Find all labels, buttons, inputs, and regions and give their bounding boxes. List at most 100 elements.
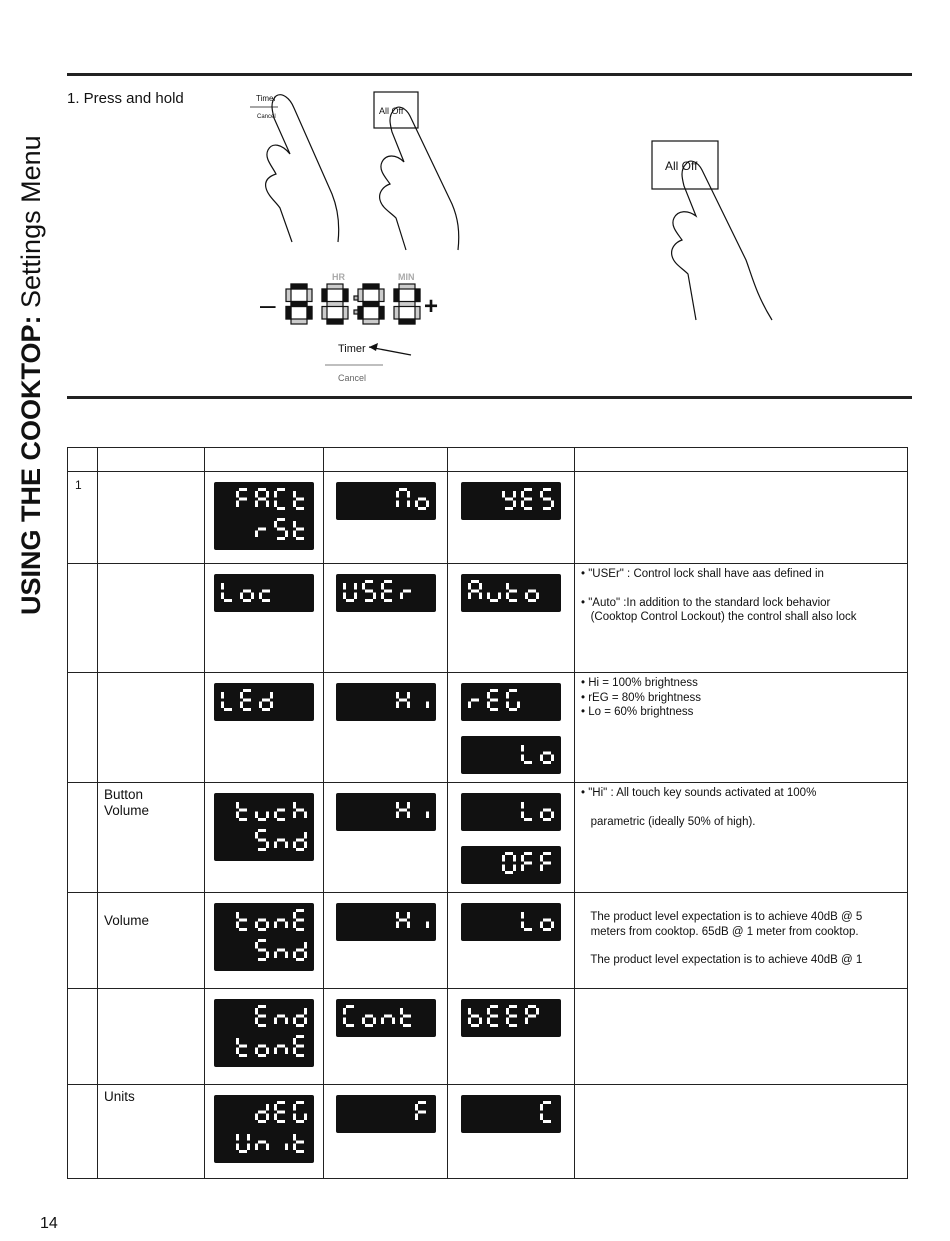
lcd-segment (239, 1044, 247, 1048)
setting-name: Volume (104, 913, 150, 928)
lcd-segment (525, 1008, 528, 1015)
header-cell (204, 447, 324, 472)
lcd-segment (395, 921, 399, 928)
lcd-segment (505, 871, 513, 874)
lcd-segment (293, 802, 296, 809)
lcd-segment (342, 1008, 346, 1015)
lcd-segment (468, 583, 471, 590)
lcd-segment (406, 491, 410, 498)
lcd-segment (239, 1054, 247, 1057)
lcd-segment (509, 1014, 517, 1018)
lcd-segment (543, 507, 551, 510)
lcd-segment (502, 864, 505, 871)
lcd-segment (262, 589, 270, 593)
lcd-segment (259, 592, 262, 599)
lcd-segment (357, 305, 364, 320)
lcd-segment (296, 1035, 304, 1038)
lcd-segment (236, 921, 239, 928)
lcd-segment (362, 300, 380, 308)
setting-name (98, 673, 204, 677)
lcd-segment (490, 698, 498, 702)
lcd-segment (258, 1044, 266, 1048)
lcd-segment (258, 1054, 266, 1057)
lcd-segment (258, 848, 266, 851)
lcd-segment (509, 689, 517, 692)
lcd-segment (521, 500, 524, 507)
table-row: Volume The product level expectation is … (67, 892, 908, 989)
lcd-segment (262, 708, 270, 711)
lcd-segment (266, 1143, 269, 1150)
lcd-segment (277, 918, 285, 922)
lcd-segment (540, 491, 543, 498)
lcd-segment (221, 583, 224, 590)
lcd-segment (540, 754, 543, 761)
all-off-key (373, 91, 419, 129)
lcd-segment (296, 918, 304, 922)
lcd-segment (479, 592, 482, 599)
lcd-segment (342, 1017, 346, 1024)
timer-key-label: Timer (256, 94, 276, 103)
display-cell (447, 988, 575, 1085)
lcd-display-tone-snd (214, 903, 314, 971)
lcd-segment (362, 318, 380, 325)
display-cell (204, 672, 324, 783)
lcd-segment (342, 288, 349, 303)
lcd-display-yes (461, 482, 561, 520)
lcd-segment (513, 855, 516, 862)
lcd-segment (543, 497, 551, 501)
lcd-segment (236, 491, 239, 498)
lcd-segment (258, 1005, 266, 1008)
lcd-segment (277, 1110, 285, 1114)
lcd-segment (293, 1134, 296, 1141)
lcd-segment (304, 942, 307, 949)
lcd-segment (521, 912, 524, 919)
lcd-segment (417, 497, 426, 501)
lcd-segment (513, 491, 516, 498)
lcd-segment (274, 1047, 277, 1054)
lcd-segment (290, 283, 308, 290)
hand-icon (671, 160, 773, 321)
lcd-segment (293, 912, 296, 919)
lcd-segment (425, 811, 429, 818)
lcd-segment (293, 1047, 296, 1054)
lcd-segment (304, 1008, 307, 1015)
lcd-segment (221, 592, 224, 599)
description-line: • rEG = 80% brightness (581, 691, 702, 704)
lcd-segment (255, 832, 258, 839)
lcd-segment (239, 918, 247, 922)
lcd-segment (506, 701, 509, 708)
lcd-segment (239, 808, 247, 812)
lcd-segment (304, 811, 307, 818)
setting-name-cell (97, 563, 205, 673)
lcd-segment (468, 592, 471, 599)
lcd-segment (296, 808, 304, 812)
lcd-segment (525, 1017, 528, 1024)
lcd-segment (262, 599, 270, 602)
lcd-display-lo (461, 736, 561, 774)
cancel-key-label: Cancel (257, 114, 276, 120)
lcd-segment (505, 507, 513, 510)
lcd-segment (224, 599, 232, 602)
lcd-display-f (335, 1095, 436, 1133)
lcd-segment (266, 841, 269, 848)
lcd-segment (362, 283, 380, 290)
lcd-display-auto (461, 574, 561, 612)
timer-display (285, 283, 421, 325)
lcd-segment (296, 497, 304, 501)
lcd-segment (306, 305, 313, 320)
header-cell (97, 447, 205, 472)
lcd-segment (372, 592, 376, 599)
plus-sign: + (424, 293, 438, 320)
lcd-segment (236, 1038, 239, 1045)
header-cell (323, 447, 448, 472)
lcd-segment (540, 864, 543, 871)
lcd-segment (383, 599, 392, 602)
lcd-segment (551, 500, 554, 507)
lcd-segment (277, 818, 285, 821)
lcd-segment (528, 599, 536, 602)
lcd-segment (258, 838, 266, 842)
row-number-cell (67, 782, 98, 893)
timer-label: Timer (338, 343, 366, 355)
lcd-segment (393, 288, 400, 303)
lcd-segment (395, 701, 399, 708)
